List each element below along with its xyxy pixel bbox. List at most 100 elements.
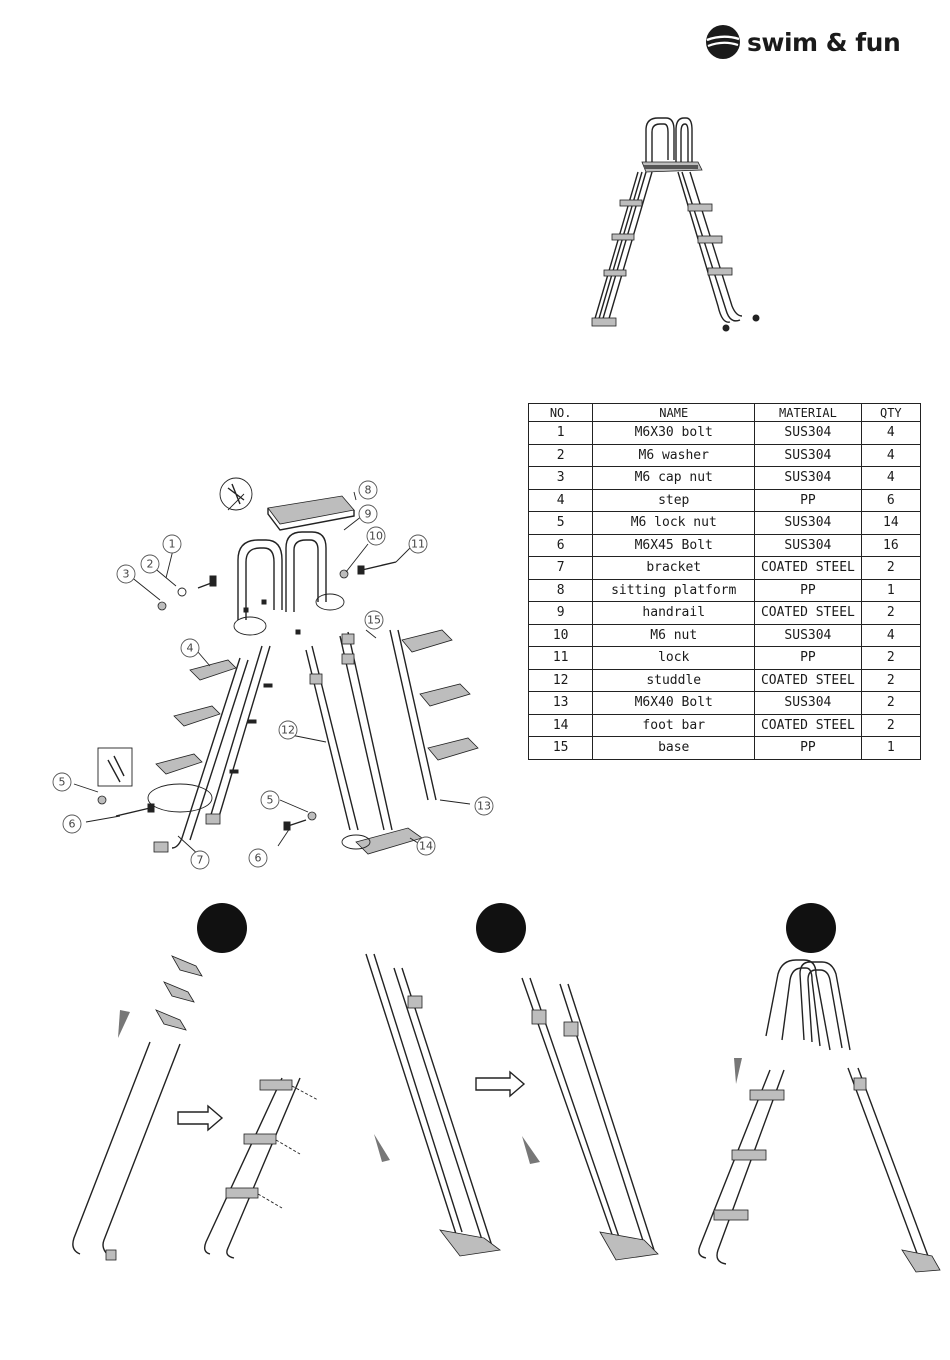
cell-no: 8 (527, 578, 594, 602)
step-1-marker (197, 903, 247, 953)
header-no: NO. (527, 403, 594, 422)
cell-material: COATED STEEL (754, 601, 862, 625)
cell-material: PP (754, 488, 862, 512)
callout-label: 5 (52, 772, 72, 792)
callout-label: 10 (366, 526, 386, 546)
callout-label: 6 (248, 848, 268, 868)
cell-material: PP (754, 578, 862, 602)
callout-label: 9 (358, 504, 378, 524)
cell-no: 13 (527, 691, 594, 715)
cell-no: 11 (527, 646, 594, 670)
cell-name: handrail (592, 601, 756, 625)
cell-name: M6 cap nut (592, 466, 756, 490)
callout-label: 15 (364, 610, 384, 630)
cell-qty: 2 (860, 646, 922, 670)
step3-handrail-assembly (698, 959, 941, 1273)
cell-material: COATED STEEL (754, 713, 862, 737)
cell-name: M6 washer (592, 443, 756, 467)
cell-qty: 4 (860, 466, 922, 490)
assembly-steps-illustration (72, 953, 941, 1273)
step1-assembled (203, 1077, 319, 1259)
cell-qty: 1 (860, 578, 922, 602)
callout-number: 10 (369, 530, 383, 543)
cell-name: sitting platform (592, 578, 756, 602)
cell-qty: 2 (860, 668, 922, 692)
header-name: NAME (592, 403, 756, 422)
callout-label: 4 (180, 638, 200, 658)
cell-no: 2 (527, 443, 594, 467)
cell-qty: 4 (860, 443, 922, 467)
cell-qty: 16 (860, 533, 922, 557)
table-header-row: NO. NAME MATERIAL QTY (527, 403, 922, 422)
brand-name: swim & fun (747, 27, 901, 57)
callout-label: 8 (358, 480, 378, 500)
callout-label: 11 (408, 534, 428, 554)
cell-no: 4 (527, 488, 594, 512)
callout-number: 8 (365, 484, 372, 497)
cell-qty: 4 (860, 623, 922, 647)
brand-logo: swim & fun (705, 22, 920, 62)
callout-number: 4 (187, 642, 194, 655)
callout-number: 9 (365, 508, 372, 521)
callout-number: 15 (367, 614, 381, 627)
callout-label: 13 (474, 796, 494, 816)
step1-loose-parts (72, 955, 203, 1261)
cell-qty: 14 (860, 511, 922, 535)
callout-number: 14 (419, 840, 433, 853)
cell-qty: 2 (860, 691, 922, 715)
callout-label: 7 (190, 850, 210, 870)
callout-number: 1 (169, 538, 176, 551)
cell-qty: 2 (860, 601, 922, 625)
cell-material: SUS304 (754, 466, 862, 490)
callout-label: 6 (62, 814, 82, 834)
cell-qty: 1 (860, 736, 922, 760)
cell-name: step (592, 488, 756, 512)
ball-logo-icon (706, 25, 740, 59)
cell-material: COATED STEEL (754, 668, 862, 692)
callout-label: 2 (140, 554, 160, 574)
callout-number: 6 (69, 818, 76, 831)
cell-name: M6X45 Bolt (592, 533, 756, 557)
callout-label: 5 (260, 790, 280, 810)
cell-qty: 6 (860, 488, 922, 512)
cell-name: M6 lock nut (592, 511, 756, 535)
callout-label: 14 (416, 836, 436, 856)
cell-name: M6X40 Bolt (592, 691, 756, 715)
cell-name: M6X30 bolt (592, 421, 756, 445)
cell-material: PP (754, 646, 862, 670)
cell-name: M6 nut (592, 623, 756, 647)
cell-material: SUS304 (754, 511, 862, 535)
cell-no: 3 (527, 466, 594, 490)
cell-name: bracket (592, 556, 756, 580)
step-2-marker (476, 903, 526, 953)
callout-number: 12 (281, 724, 295, 737)
cell-no: 15 (527, 736, 594, 760)
callout-number: 6 (255, 852, 262, 865)
cell-name: studdle (592, 668, 756, 692)
cell-material: SUS304 (754, 691, 862, 715)
cell-qty: 2 (860, 556, 922, 580)
callout-label: 1 (162, 534, 182, 554)
callout-number: 13 (477, 800, 491, 813)
cell-no: 7 (527, 556, 594, 580)
cell-no: 6 (527, 533, 594, 557)
cell-no: 1 (527, 421, 594, 445)
step2-loose-parts (365, 953, 502, 1257)
header-qty: QTY (860, 403, 922, 422)
cell-no: 5 (527, 511, 594, 535)
callout-number: 5 (267, 794, 274, 807)
cell-material: PP (754, 736, 862, 760)
